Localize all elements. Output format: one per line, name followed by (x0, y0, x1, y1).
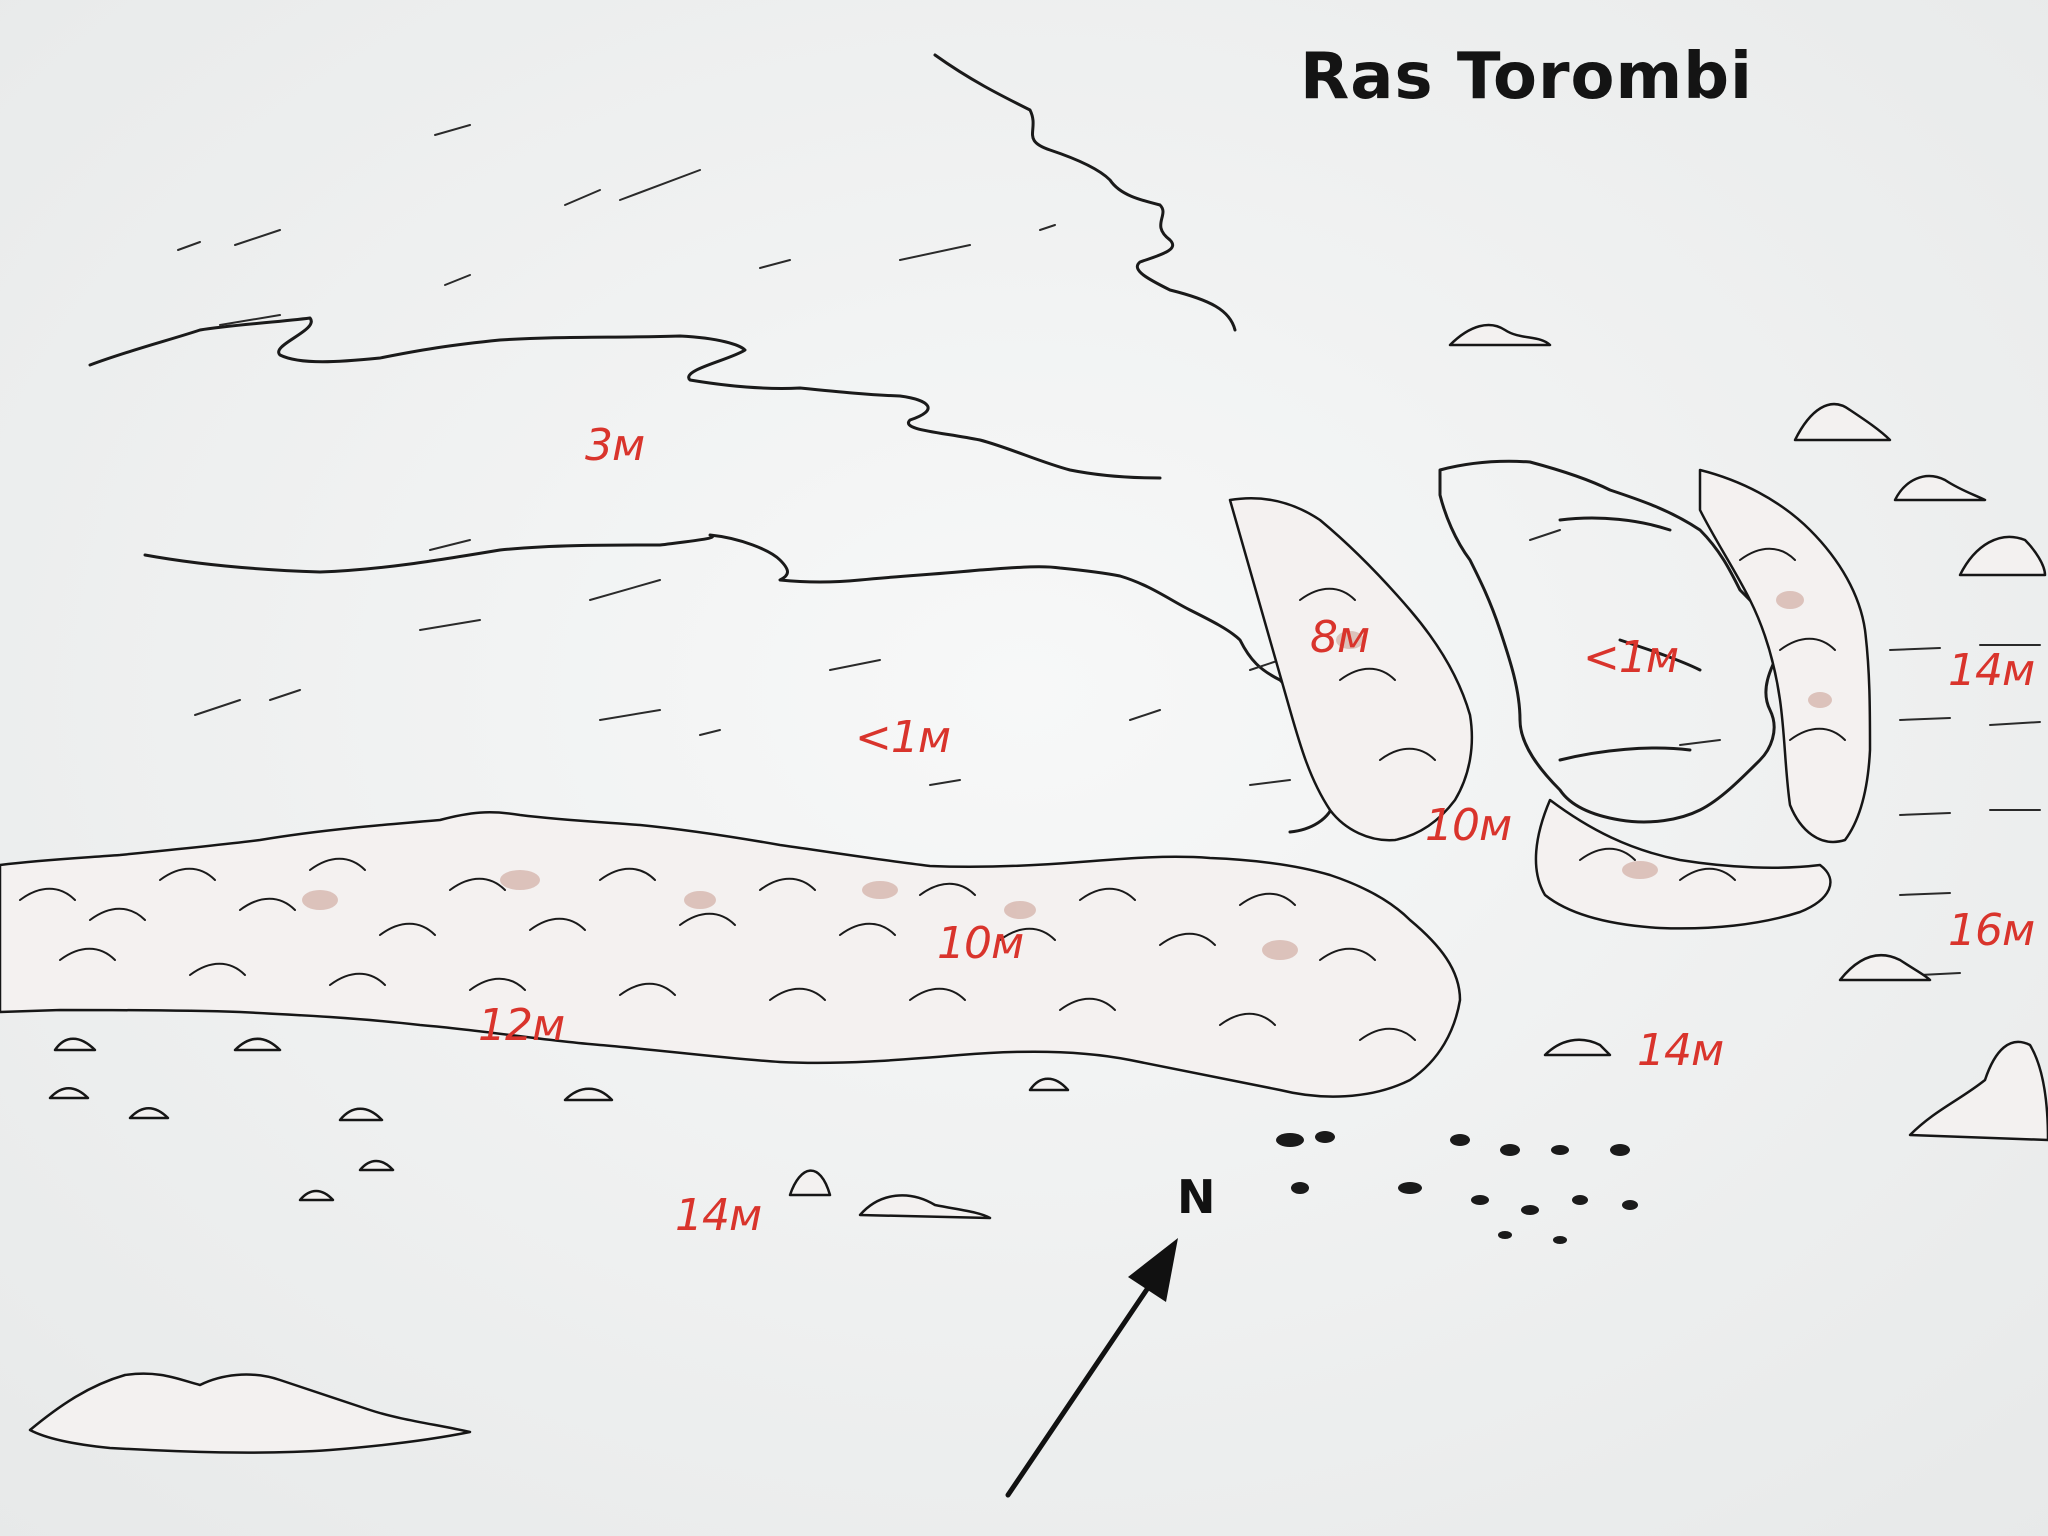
rock (1908, 1040, 2048, 1142)
main-reef (0, 468, 1872, 1098)
rock (1028, 1077, 1070, 1092)
depth-label: 8м (1310, 612, 1370, 663)
rock-dots (1276, 1131, 1638, 1244)
bay-inner-line-3 (1558, 746, 1692, 762)
depth-label: 14м (1948, 645, 2035, 696)
rock (1893, 474, 1987, 502)
coastline-lines (88, 53, 1782, 834)
depth-label: 10м (1425, 800, 1512, 851)
depth-label: <1м (1583, 632, 1679, 683)
rock (233, 1037, 282, 1052)
north-label: N (1177, 1170, 1216, 1224)
rock (28, 1372, 472, 1454)
rock (128, 1107, 170, 1120)
depth-label: 10м (937, 918, 1024, 969)
reef-texture (19, 547, 1846, 1041)
north-arrow-shaft (1005, 1267, 1163, 1498)
lagoon-boundary-north (88, 316, 1162, 480)
rock (53, 1037, 97, 1052)
rock (1543, 1038, 1612, 1057)
rock (858, 1194, 992, 1220)
rock (563, 1087, 614, 1102)
rock (788, 1169, 832, 1197)
bay-inner-line (1558, 516, 1672, 532)
north-arrow-head (1128, 1238, 1178, 1302)
depth-label: 12м (478, 1000, 565, 1051)
scattered-rocks (28, 323, 2048, 1454)
upper-shoreline (933, 53, 1237, 332)
rock (358, 1159, 395, 1172)
coral-shading (302, 591, 1832, 960)
rock (338, 1107, 384, 1122)
depth-label: 16м (1948, 905, 2035, 956)
rock (1793, 402, 1892, 442)
depth-label: 14м (1637, 1025, 1724, 1076)
bay-outline (1438, 459, 1782, 824)
lagoon-boundary-south (143, 533, 1338, 834)
map-title: Ras Torombi (1300, 40, 1753, 114)
north-arrow (1005, 1238, 1178, 1498)
depth-label: 14м (675, 1190, 762, 1241)
rock (48, 1087, 90, 1100)
depth-label: 3м (585, 420, 645, 471)
bay-inner-line-2 (1618, 638, 1702, 672)
rock (1448, 323, 1552, 347)
rock (1958, 535, 2047, 577)
depth-label: <1м (855, 712, 951, 763)
rock (1838, 953, 1932, 982)
water-hatching (177, 124, 2041, 976)
rock (298, 1189, 335, 1202)
